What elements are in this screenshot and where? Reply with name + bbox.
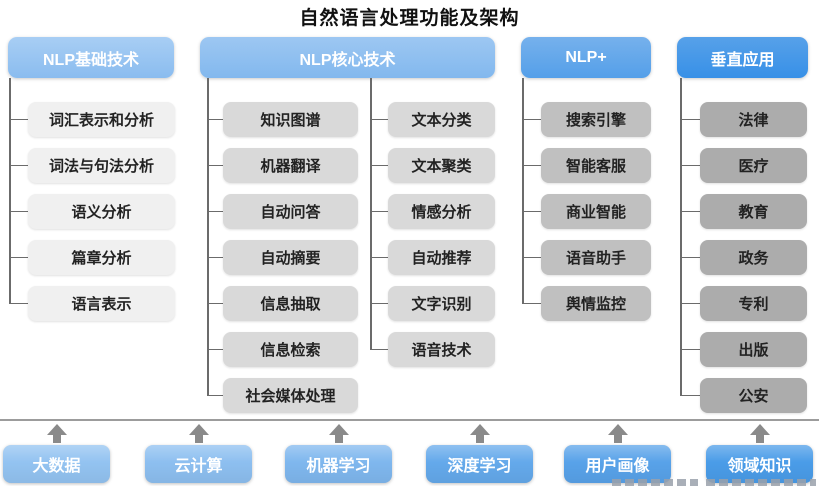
tech-node: 语音技术: [388, 332, 495, 367]
foundation-box: 大数据: [3, 445, 110, 483]
tech-node: 自动问答: [223, 194, 358, 229]
up-arrow-icon: [46, 424, 67, 435]
tech-node: 文本聚类: [388, 148, 495, 183]
tech-node: 信息抽取: [223, 286, 358, 321]
connector-tick: [370, 210, 388, 212]
connector-tick: [9, 210, 28, 212]
connector-tick: [9, 118, 28, 120]
connector-tick: [522, 302, 541, 304]
up-arrow-stem: [334, 434, 343, 443]
connector-tick: [207, 210, 223, 212]
connector-vline: [522, 78, 524, 304]
tech-node: 出版: [700, 332, 807, 367]
tech-node: 商业智能: [541, 194, 651, 229]
connector-tick: [9, 164, 28, 166]
connector-vline: [370, 78, 372, 350]
column-header-nlp-plus: NLP+: [521, 37, 651, 78]
tech-node: 搜索引擎: [541, 102, 651, 137]
tech-node: 语义分析: [28, 194, 175, 229]
up-arrow-stem: [52, 434, 61, 443]
up-arrow-icon: [607, 424, 628, 435]
connector-tick: [9, 302, 28, 304]
tech-node: 情感分析: [388, 194, 495, 229]
connector-tick: [680, 302, 700, 304]
tech-node: 公安: [700, 378, 807, 413]
connector-tick: [207, 164, 223, 166]
connector-tick: [522, 164, 541, 166]
column-header-nlp-core: NLP核心技术: [200, 37, 495, 78]
tech-node: 文字识别: [388, 286, 495, 321]
tech-node: 医疗: [700, 148, 807, 183]
tech-node: 专利: [700, 286, 807, 321]
tech-node: 机器翻译: [223, 148, 358, 183]
connector-tick: [522, 210, 541, 212]
tech-node: 智能客服: [541, 148, 651, 183]
up-arrow-stem: [475, 434, 484, 443]
foundation-box: 深度学习: [426, 445, 533, 483]
connector-vline: [207, 78, 209, 396]
tech-node: 文本分类: [388, 102, 495, 137]
tech-node: 语音助手: [541, 240, 651, 275]
connector-tick: [680, 394, 700, 396]
foundation-box: 机器学习: [285, 445, 392, 483]
connector-tick: [680, 118, 700, 120]
column-header-vertical-apps: 垂直应用: [677, 37, 808, 78]
connector-tick: [207, 348, 223, 350]
up-arrow-stem: [755, 434, 764, 443]
tech-node: 舆情监控: [541, 286, 651, 321]
tech-node: 自动摘要: [223, 240, 358, 275]
diagram-title: 自然语言处理功能及架构: [299, 8, 520, 29]
up-arrow-icon: [328, 424, 349, 435]
connector-tick: [370, 348, 388, 350]
foundation-box: 云计算: [145, 445, 252, 483]
connector-tick: [207, 256, 223, 258]
tech-node: 知识图谱: [223, 102, 358, 137]
connector-tick: [207, 118, 223, 120]
tech-node: 社会媒体处理: [223, 378, 358, 413]
foundation-box: 用户画像: [564, 445, 671, 483]
tech-node: 信息检索: [223, 332, 358, 367]
up-arrow-icon: [469, 424, 490, 435]
tech-node: 教育: [700, 194, 807, 229]
connector-tick: [370, 164, 388, 166]
tech-node: 语言表示: [28, 286, 175, 321]
connector-tick: [680, 256, 700, 258]
connector-tick: [370, 256, 388, 258]
up-arrow-icon: [749, 424, 770, 435]
foundation-box: 领域知识: [706, 445, 813, 483]
divider-line: [0, 419, 819, 421]
column-header-nlp-basic: NLP基础技术: [8, 37, 174, 78]
connector-tick: [207, 394, 223, 396]
connector-tick: [522, 118, 541, 120]
connector-tick: [370, 302, 388, 304]
connector-tick: [9, 256, 28, 258]
up-arrow-stem: [194, 434, 203, 443]
watermark-fragment: [612, 479, 698, 486]
connector-tick: [207, 302, 223, 304]
tech-node: 词法与句法分析: [28, 148, 175, 183]
tech-node: 篇章分析: [28, 240, 175, 275]
connector-tick: [370, 118, 388, 120]
tech-node: 词汇表示和分析: [28, 102, 175, 137]
tech-node: 自动推荐: [388, 240, 495, 275]
connector-vline: [9, 78, 11, 304]
up-arrow-stem: [613, 434, 622, 443]
up-arrow-icon: [188, 424, 209, 435]
tech-node: 政务: [700, 240, 807, 275]
watermark-fragment: [706, 479, 816, 486]
connector-vline: [680, 78, 682, 396]
connector-tick: [680, 210, 700, 212]
connector-tick: [680, 164, 700, 166]
tech-node: 法律: [700, 102, 807, 137]
connector-tick: [680, 348, 700, 350]
connector-tick: [522, 256, 541, 258]
